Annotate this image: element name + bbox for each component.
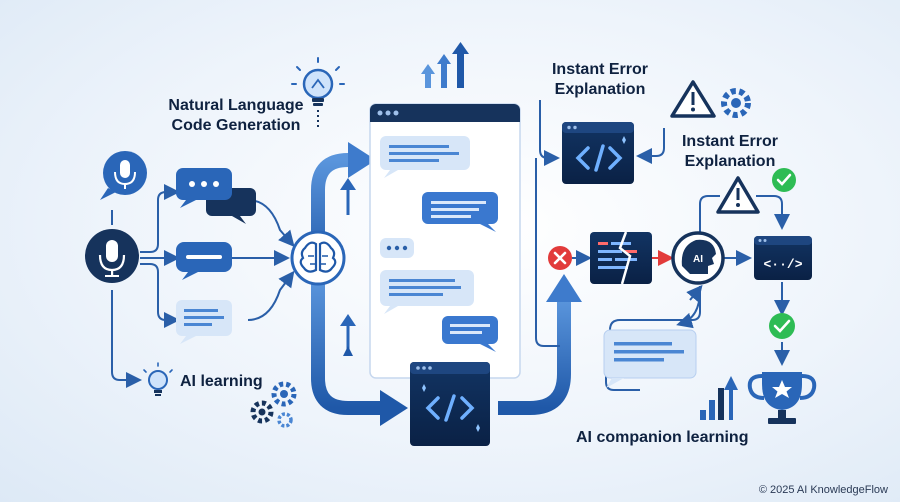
- ai-head-icon: AI: [671, 231, 725, 285]
- bar-chart-icon: [700, 376, 738, 420]
- microphone-icon: [85, 229, 139, 283]
- message-bubble: [176, 242, 232, 280]
- ai-badge-text: AI: [693, 254, 703, 265]
- left-connectors: [111, 184, 295, 388]
- check-icon: [772, 168, 796, 192]
- error-icon: [548, 246, 572, 270]
- warning-icon: [716, 176, 760, 214]
- microphone-icon: [100, 151, 147, 200]
- svg-text:<··/>: <··/>: [763, 257, 802, 272]
- connector: [676, 289, 701, 329]
- trophy-icon: [747, 372, 817, 424]
- check-icon: [769, 313, 795, 339]
- lightbulb-icon: [291, 57, 345, 128]
- gear-icon: [250, 400, 274, 424]
- message-bubble: [176, 300, 232, 344]
- warning-icon: [670, 80, 716, 118]
- brain-icon: [290, 230, 346, 286]
- code-editor-icon: [562, 122, 634, 184]
- gear-icon: [277, 412, 293, 428]
- output-code-panel: <··/>: [754, 236, 812, 280]
- main-flow-arrows: [311, 142, 582, 426]
- chat-bubbles-icon: [176, 168, 256, 224]
- label-ai-learning: AI learning: [180, 373, 263, 390]
- lightbulb-icon: [143, 362, 173, 396]
- label-ai-companion-learning: AI companion learning: [576, 429, 749, 446]
- gear-icon: [721, 88, 751, 118]
- chat-window: [369, 103, 521, 379]
- copyright-credit: © 2025 AI KnowledgeFlow: [758, 484, 888, 496]
- broken-code-panel: [590, 231, 652, 285]
- companion-chat-bubble: [603, 329, 697, 388]
- right-connectors: [535, 100, 790, 391]
- gear-icon: [271, 381, 297, 407]
- growth-arrows-icon: [421, 42, 469, 88]
- code-editor-icon: [410, 362, 490, 446]
